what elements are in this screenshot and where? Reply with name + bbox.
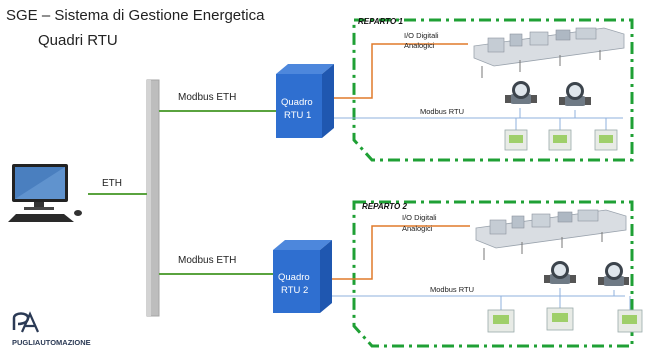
- reparto-2-boundary: [352, 200, 634, 348]
- reparto-2-label: REPARTO 2: [362, 202, 407, 211]
- io-2-line2: Analogici: [402, 224, 433, 233]
- energy-meter-module-icon: [504, 129, 528, 151]
- rtu-2-line2: RTU 2: [281, 285, 308, 296]
- company-logo: PUGLIAUTOMAZIONE: [12, 311, 91, 347]
- flow-meter-icon: [559, 82, 591, 106]
- io-1-line2: Analogici: [404, 41, 435, 50]
- flow-meter-icon: [544, 261, 576, 284]
- computer-icon: [8, 164, 82, 222]
- eth-label: ETH: [102, 178, 122, 189]
- modbus-eth-label-2: Modbus ETH: [178, 255, 236, 266]
- rtu-1-line1: Quadro: [281, 97, 313, 108]
- rtu-1-line2: RTU 1: [284, 110, 311, 121]
- logo-text: PUGLIAUTOMAZIONE: [12, 338, 91, 347]
- modbus-rtu-label-2: Modbus RTU: [430, 285, 474, 294]
- modbus-eth-label-1: Modbus ETH: [178, 92, 236, 103]
- production-line-1: [473, 27, 625, 78]
- flow-meter-icon: [505, 81, 537, 104]
- rtu-box-2: Quadro RTU 2: [273, 240, 332, 313]
- energy-meter-module-icon: [546, 307, 574, 331]
- io-line-2: [332, 225, 470, 280]
- rtu-2-line1: Quadro: [278, 272, 310, 283]
- io-line-1: [334, 43, 468, 99]
- io-1-line1: I/O Digitali: [404, 31, 439, 40]
- energy-meter-module-icon: [548, 129, 572, 151]
- energy-meter-module-icon: [617, 309, 643, 333]
- energy-meter-module-icon: [487, 309, 515, 333]
- modbus-rtu-label-1: Modbus RTU: [420, 107, 464, 116]
- io-2-line1: I/O Digitali: [402, 213, 437, 222]
- network-bus-highlight: [147, 80, 151, 316]
- rtu-box-1: Quadro RTU 1: [276, 64, 334, 138]
- diagram-subtitle: Quadri RTU: [38, 32, 118, 49]
- flow-meter-icon: [598, 262, 629, 286]
- energy-meter-module-icon: [594, 129, 618, 151]
- reparto-1-label: REPARTO 1: [358, 17, 403, 26]
- diagram-title: SGE – Sistema di Gestione Energetica: [6, 7, 265, 24]
- production-line-2: [475, 209, 627, 260]
- reparto-1-boundary: [352, 18, 634, 162]
